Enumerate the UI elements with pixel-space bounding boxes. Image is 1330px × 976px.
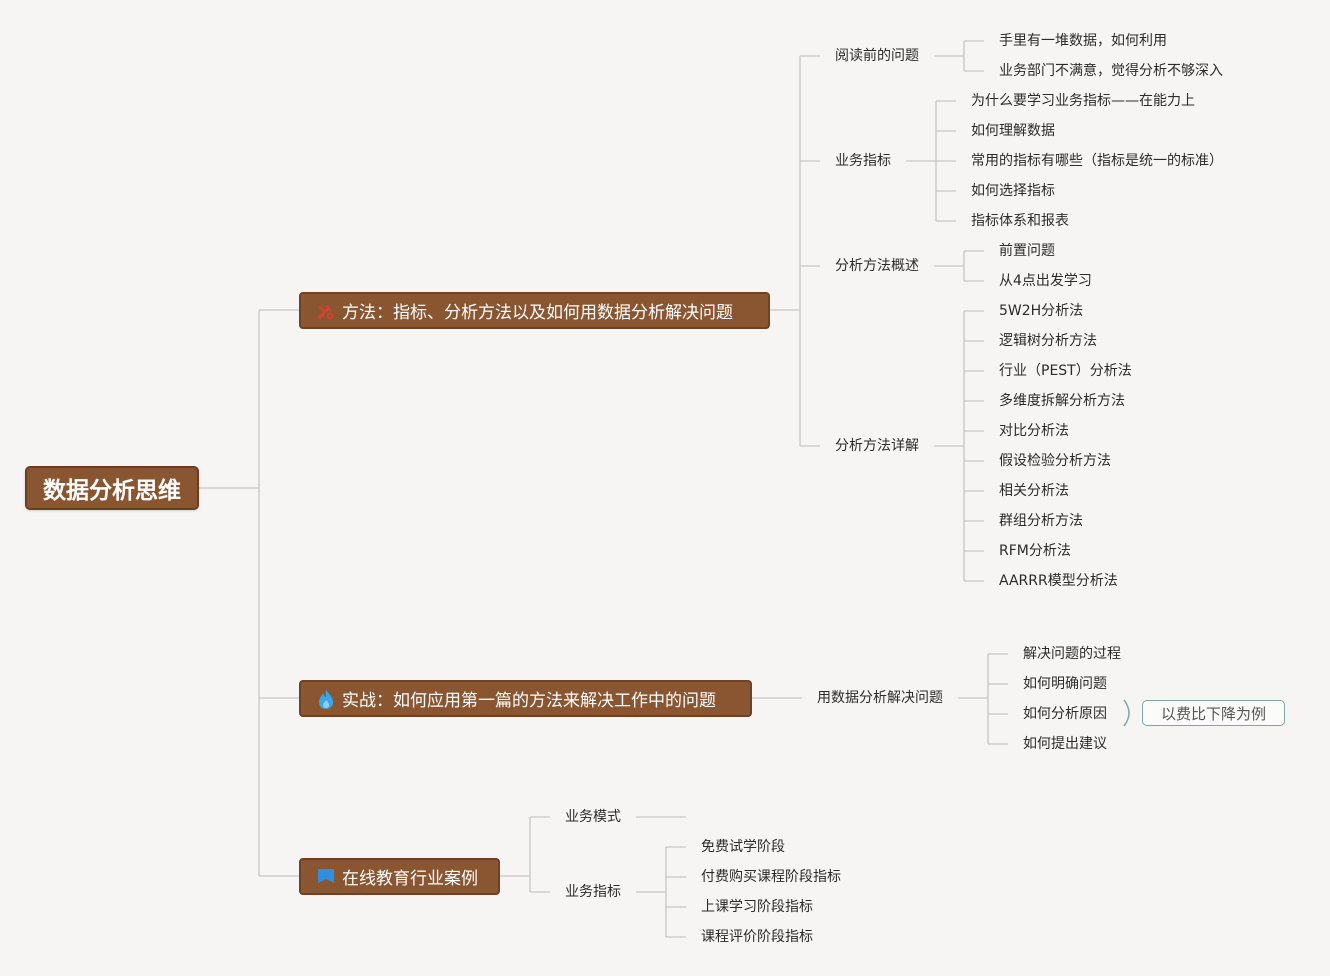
leaf-solve-1[interactable]: 解决问题的过程 — [1023, 646, 1121, 662]
leaf-reading-1[interactable]: 手里有一堆数据，如何利用 — [999, 33, 1167, 49]
leaf-detail-4[interactable]: 多维度拆解分析方法 — [999, 393, 1125, 409]
leaf-metrics-5[interactable]: 指标体系和报表 — [971, 213, 1069, 229]
leaf-metrics-3[interactable]: 常用的指标有哪些（指标是统一的标准） — [971, 153, 1223, 169]
leaf-detail-10[interactable]: AARRR模型分析法 — [999, 573, 1118, 589]
topic-practice[interactable]: 实战：如何应用第一篇的方法来解决工作中的问题 — [299, 680, 752, 717]
leaf-detail-6[interactable]: 假设检验分析方法 — [999, 453, 1111, 469]
leaf-solve-3[interactable]: 如何分析原因 — [1023, 706, 1107, 722]
leaf-solve-2[interactable]: 如何明确问题 — [1023, 676, 1107, 692]
topic-method[interactable]: 方法：指标、分析方法以及如何用数据分析解决问题 — [299, 292, 770, 329]
leaf-overview-2[interactable]: 从4点出发学习 — [999, 273, 1092, 289]
topic-method-label: 方法：指标、分析方法以及如何用数据分析解决问题 — [342, 303, 733, 323]
leaf-detail-8[interactable]: 群组分析方法 — [999, 513, 1083, 529]
leaf-case-4[interactable]: 课程评价阶段指标 — [701, 929, 813, 945]
topic-case[interactable]: 在线教育行业案例 — [299, 858, 500, 895]
subtopic-reading[interactable]: 阅读前的问题 — [835, 48, 919, 64]
topic-practice-label: 实战：如何应用第一篇的方法来解决工作中的问题 — [342, 691, 716, 711]
flag-icon — [316, 866, 336, 888]
leaf-detail-7[interactable]: 相关分析法 — [999, 483, 1069, 499]
leaf-detail-9[interactable]: RFM分析法 — [999, 543, 1071, 559]
leaf-metrics-1[interactable]: 为什么要学习业务指标——在能力上 — [971, 93, 1195, 109]
subtopic-metrics[interactable]: 业务指标 — [835, 153, 891, 169]
leaf-case-1[interactable]: 免费试学阶段 — [701, 839, 785, 855]
flame-icon — [316, 688, 336, 710]
tools-icon — [316, 300, 336, 322]
topic-case-label: 在线教育行业案例 — [342, 869, 478, 889]
leaf-solve-4[interactable]: 如何提出建议 — [1023, 736, 1107, 752]
leaf-detail-3[interactable]: 行业（PEST）分析法 — [999, 363, 1132, 379]
boundary-note[interactable]: 以费比下降为例 — [1142, 700, 1285, 726]
leaf-case-2[interactable]: 付费购买课程阶段指标 — [701, 869, 841, 885]
leaf-reading-2[interactable]: 业务部门不满意，觉得分析不够深入 — [999, 63, 1223, 79]
subtopic-detail[interactable]: 分析方法详解 — [835, 438, 919, 454]
leaf-detail-2[interactable]: 逻辑树分析方法 — [999, 333, 1097, 349]
subtopic-overview[interactable]: 分析方法概述 — [835, 258, 919, 274]
leaf-case-3[interactable]: 上课学习阶段指标 — [701, 899, 813, 915]
subtopic-case-metrics[interactable]: 业务指标 — [565, 884, 621, 900]
root-topic[interactable]: 数据分析思维 — [25, 466, 199, 510]
leaf-detail-1[interactable]: 5W2H分析法 — [999, 303, 1084, 319]
leaf-metrics-2[interactable]: 如何理解数据 — [971, 123, 1055, 139]
leaf-detail-5[interactable]: 对比分析法 — [999, 423, 1069, 439]
boundary-bracket — [1123, 699, 1130, 727]
subtopic-model[interactable]: 业务模式 — [565, 809, 621, 825]
subtopic-solve[interactable]: 用数据分析解决问题 — [817, 690, 943, 706]
leaf-overview-1[interactable]: 前置问题 — [999, 243, 1055, 259]
leaf-metrics-4[interactable]: 如何选择指标 — [971, 183, 1055, 199]
